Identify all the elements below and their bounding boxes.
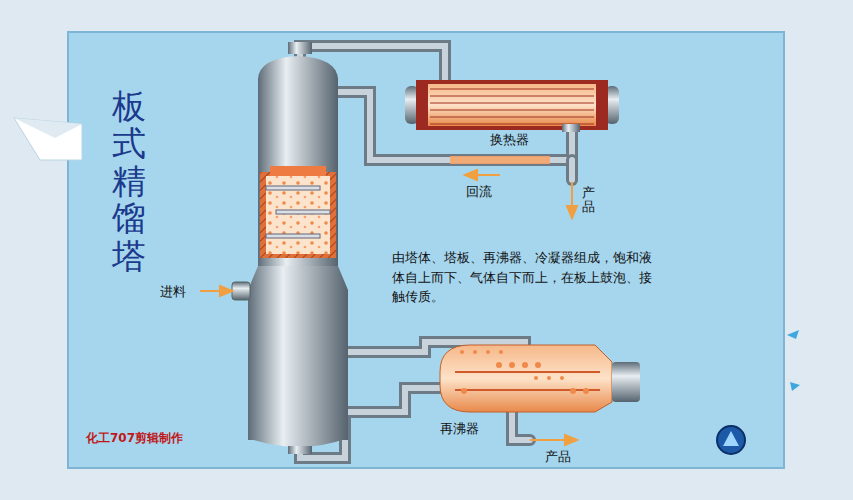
flow-label: 回流 xyxy=(466,183,492,201)
heat-exchanger: 换热器 xyxy=(400,76,625,154)
watermark: 化工707剪辑制作 xyxy=(86,430,183,447)
diagram-title: 板式精馏塔 xyxy=(112,88,146,275)
product-label: 产品 xyxy=(582,186,595,215)
product-label: 产品 xyxy=(545,448,571,466)
description-note: 由塔体、塔板、再沸器、冷凝器组成，饱和液体自上而下、气体自下而上，在板上鼓泡、接… xyxy=(392,248,652,307)
equipment-label: 换热器 xyxy=(490,131,529,149)
feed-label: 进料 xyxy=(160,283,186,301)
equipment-label: 再沸器 xyxy=(440,420,479,438)
reboiler: 再沸器 xyxy=(435,340,645,440)
